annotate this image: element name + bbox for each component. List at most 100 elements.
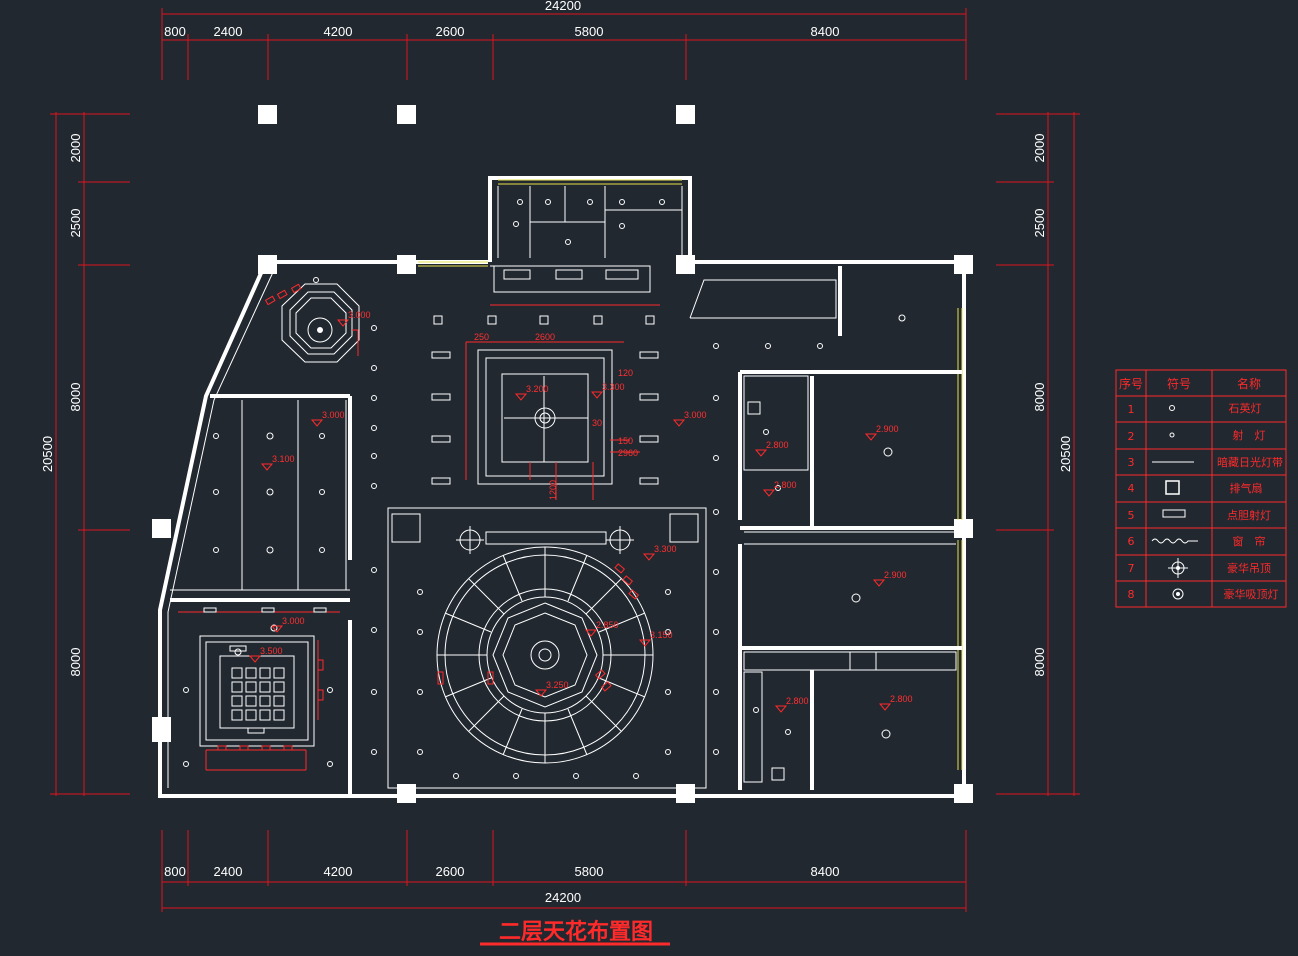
svg-text:3.300: 3.300	[602, 382, 625, 392]
quartz-lamp-icon	[1169, 405, 1175, 411]
svg-text:3.250: 3.250	[546, 680, 569, 690]
legend-row: 5 点胆射灯	[1128, 508, 1272, 522]
svg-text:2.850: 2.850	[596, 620, 619, 630]
top-dim-2: 2400	[214, 24, 243, 39]
level-tag: 3.000	[310, 410, 345, 427]
svg-text:2.900: 2.900	[876, 424, 899, 434]
lower-left-room	[178, 611, 340, 771]
svg-text:3.100: 3.100	[272, 454, 295, 464]
columns	[152, 105, 973, 803]
left-dimensions: 20500 2000 2500 8000 8000	[40, 112, 130, 796]
grid-light-panel	[231, 667, 285, 721]
legend-name: 暗藏日光灯带	[1217, 455, 1283, 469]
step-marks	[217, 283, 640, 751]
legend-row: 1 石英灯	[1128, 401, 1262, 416]
top-total-dim: 24200	[545, 0, 581, 13]
level-tag: 2.800	[774, 696, 809, 713]
left-dim-3: 8000	[68, 383, 83, 412]
svg-text:3.150: 3.150	[650, 630, 673, 640]
top-dim-6: 8400	[811, 24, 840, 39]
legend-name: 豪华吊顶	[1227, 561, 1271, 575]
level-tag: 3.300	[590, 382, 625, 399]
legend-row: 8 豪华吸顶灯	[1128, 587, 1279, 601]
column	[152, 519, 171, 538]
small-dim: 30	[592, 418, 602, 428]
level-tag: 3.150	[638, 630, 673, 647]
right-total-dim: 20500	[1058, 436, 1073, 472]
column	[258, 105, 277, 124]
bottom-total-dim: 24200	[545, 890, 581, 905]
legend-row: 4 排气扇	[1128, 480, 1263, 495]
svg-text:3.000: 3.000	[684, 410, 707, 420]
small-dim: 250	[474, 332, 489, 342]
chandelier-icon	[1168, 558, 1188, 578]
left-dim-1: 2000	[68, 134, 83, 163]
bottom-dim-2: 2400	[214, 864, 243, 879]
level-tag: 3.100	[260, 454, 295, 471]
bottom-dim-5: 5800	[575, 864, 604, 879]
top-dim-3: 4200	[324, 24, 353, 39]
grille-spotlights	[203, 315, 659, 734]
square-ceiling	[465, 341, 640, 500]
legend-name: 豪华吸顶灯	[1224, 587, 1279, 601]
curtain-icon	[1151, 538, 1198, 544]
legend-row: 2 射 灯	[1128, 428, 1266, 443]
left-dim-2: 2500	[68, 209, 83, 238]
svg-text:3.000: 3.000	[282, 616, 305, 626]
svg-text:2.800: 2.800	[766, 440, 789, 450]
svg-text:3.200: 3.200	[526, 384, 549, 394]
legend-no: 6	[1128, 535, 1135, 548]
level-tag: 3.250	[534, 680, 569, 697]
level-tag: 2.850	[584, 620, 619, 637]
legend-no: 2	[1128, 430, 1135, 443]
spotlight-icon	[1169, 432, 1175, 438]
legend-table: 序号 符号 名称 1 石英灯 2 射 灯 3 暗藏日光灯带 4 排气扇 5 点胆…	[1115, 369, 1287, 608]
svg-text:2.800: 2.800	[786, 696, 809, 706]
svg-text:2.800: 2.800	[774, 480, 797, 490]
right-dim-3: 8000	[1032, 383, 1047, 412]
level-tag: 3.000	[672, 410, 707, 427]
right-dim-1: 2000	[1032, 134, 1047, 163]
level-tag: 2.900	[864, 424, 899, 441]
legend-name: 射 灯	[1233, 428, 1266, 442]
level-tag: 3.300	[642, 544, 677, 561]
column	[397, 105, 416, 124]
svg-text:2.900: 2.900	[884, 570, 907, 580]
legend-header-name: 名称	[1237, 376, 1261, 391]
bottom-dim-4: 2600	[436, 864, 465, 879]
level-tag: 3.200	[514, 384, 549, 401]
small-dim: 120	[618, 368, 633, 378]
legend-no: 1	[1128, 403, 1135, 416]
level-tag: 3.500	[248, 646, 283, 663]
svg-text:3.300: 3.300	[654, 544, 677, 554]
level-tags: 3.000 3.200 3.300 3.000 3.000 3.100 2.90…	[248, 310, 913, 713]
left-middle-room	[170, 394, 352, 796]
legend-no: 8	[1128, 588, 1135, 601]
column	[676, 255, 695, 274]
legend-row: 6 窗 帘	[1128, 534, 1266, 548]
legend-no: 7	[1128, 562, 1135, 575]
grille-spotlight-icon	[1162, 509, 1186, 518]
legend-header-no: 序号	[1119, 376, 1143, 391]
bottom-dimensions: 800 2400 4200 2600 5800 8400 24200	[161, 830, 967, 912]
svg-text:3.000: 3.000	[322, 410, 345, 420]
svg-text:3.500: 3.500	[260, 646, 283, 656]
level-tag: 3.000	[270, 616, 305, 633]
level-tag: 2.900	[872, 570, 907, 587]
exterior-walls	[158, 260, 966, 798]
legend-row: 7 豪华吊顶	[1128, 558, 1271, 578]
top-dim-1: 800	[164, 24, 186, 39]
legend-no: 3	[1128, 456, 1135, 469]
right-dim-2: 2500	[1032, 209, 1047, 238]
column	[397, 784, 416, 803]
ceiling-lights	[183, 199, 906, 779]
bottom-dim-3: 4200	[324, 864, 353, 879]
legend-no: 4	[1128, 482, 1135, 495]
legend-row: 3 暗藏日光灯带	[1128, 455, 1284, 469]
left-dim-4: 8000	[68, 648, 83, 677]
right-rooms	[689, 266, 962, 790]
level-tag: 3.000	[336, 310, 371, 327]
bottom-dim-6: 8400	[811, 864, 840, 879]
top-dimensions: 24200 800 2400 4200 2600 5800 8400	[161, 0, 967, 80]
